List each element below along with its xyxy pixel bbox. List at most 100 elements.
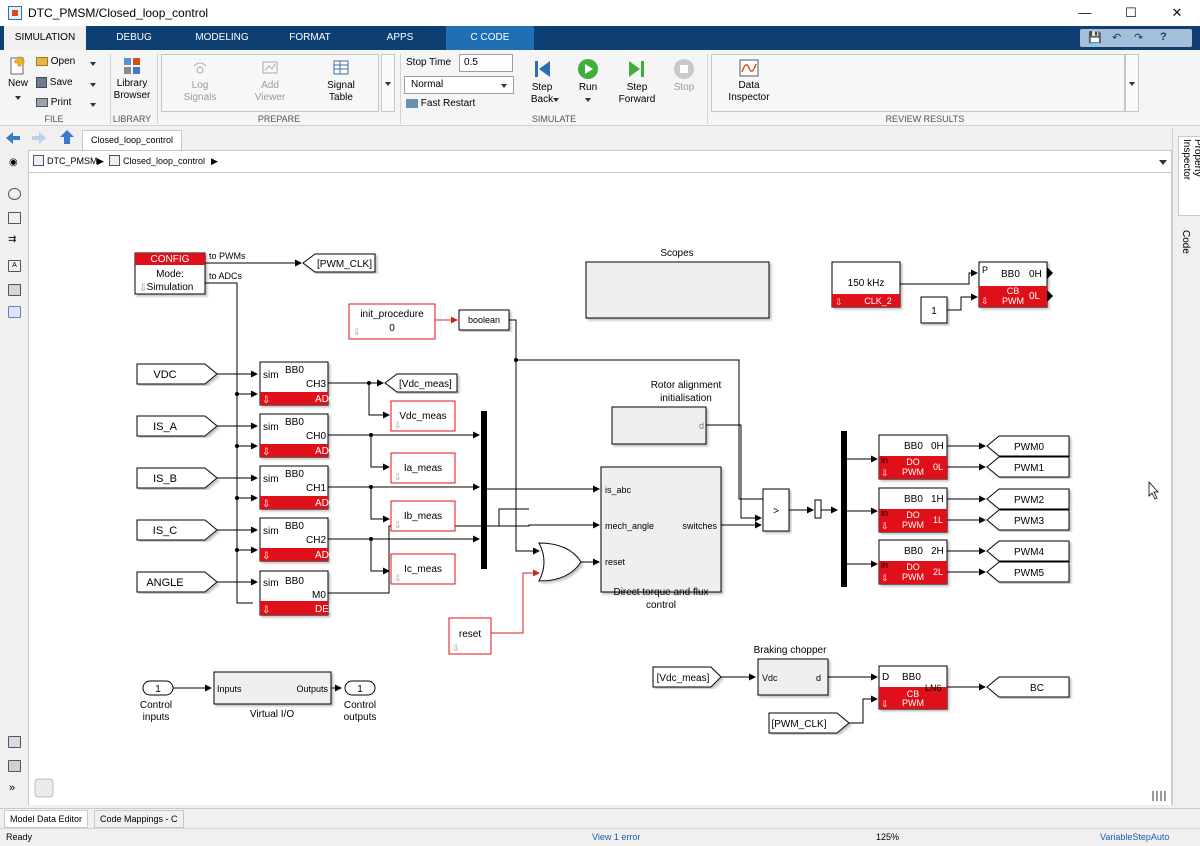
run-button[interactable]: Run bbox=[568, 58, 608, 102]
address-dropdown-icon[interactable] bbox=[1159, 160, 1167, 165]
goto-pwm5[interactable]: PWM5 bbox=[986, 561, 1070, 583]
open-button[interactable]: Open bbox=[36, 56, 98, 67]
resize-grip-icon[interactable] bbox=[1152, 791, 1166, 801]
control-inputs-port[interactable]: 1 bbox=[142, 680, 174, 696]
close-button[interactable]: ✕ bbox=[1171, 5, 1183, 20]
data-inspector-button[interactable]: Data Inspector bbox=[722, 58, 776, 104]
tab-model-data-editor[interactable]: Model Data Editor bbox=[4, 810, 89, 828]
input-angle[interactable]: ANGLE bbox=[136, 571, 218, 593]
do-pwm-block-0[interactable]: BB0 0H in DO PWM 0L ⇩ bbox=[878, 434, 948, 480]
fast-restart-button[interactable]: Fast Restart bbox=[406, 98, 475, 109]
switch-block[interactable]: > bbox=[762, 488, 790, 532]
input-is-a[interactable]: IS_A bbox=[136, 415, 218, 437]
save-icon[interactable]: 💾 bbox=[1088, 32, 1102, 44]
adc-block-ch0[interactable]: sim BB0 CH0 ADC ⇩ bbox=[259, 413, 336, 458]
model-canvas[interactable]: CONFIG Mode: Simulation ⇩ to PWMs to ADC… bbox=[28, 173, 1172, 805]
control-outputs-port[interactable]: 1 bbox=[344, 680, 376, 696]
braking-chopper-subsystem[interactable]: Vdc d bbox=[757, 658, 829, 696]
log-signals-button[interactable]: Log Signals bbox=[178, 58, 222, 104]
vdc-meas-from[interactable]: [Vdc_meas] bbox=[652, 666, 722, 688]
rotor-alignment-subsystem[interactable]: d bbox=[611, 406, 707, 445]
adc-block-ch3[interactable]: sim BB0 CH3 ADC ⇩ bbox=[259, 361, 336, 406]
boolean-conversion-block[interactable]: boolean bbox=[458, 309, 510, 331]
minimize-button[interactable]: — bbox=[1078, 5, 1092, 20]
stop-button[interactable]: Stop bbox=[666, 58, 702, 94]
image-icon[interactable] bbox=[8, 284, 21, 296]
demux-selector[interactable] bbox=[814, 499, 822, 519]
pwm-clk-goto[interactable]: [PWM_CLK] bbox=[302, 253, 376, 273]
adc-block-ch2[interactable]: sim BB0 CH2 ADC ⇩ bbox=[259, 517, 336, 562]
step-forward-button[interactable]: Step Forward bbox=[614, 58, 660, 106]
ib-meas-scope[interactable]: Ib_meas ⇩ bbox=[390, 500, 456, 532]
init-procedure-block[interactable]: init_procedure 0 ⇩ bbox=[348, 303, 436, 340]
vdc-meas-scope[interactable]: Vdc_meas ⇩ bbox=[390, 400, 456, 432]
tab-format[interactable]: FORMAT bbox=[289, 32, 331, 43]
tab-c-code[interactable]: C CODE bbox=[446, 26, 534, 50]
help-icon[interactable]: ? bbox=[1160, 31, 1167, 43]
cb-pwm-top-block[interactable]: P BB0 0H 0L CB PWM ⇩ bbox=[978, 261, 1053, 308]
tab-debug[interactable]: DEBUG bbox=[116, 32, 152, 43]
vdc-meas-goto[interactable]: [Vdc_meas] bbox=[384, 373, 458, 393]
tab-property-inspector[interactable]: Property Inspector bbox=[1178, 136, 1200, 216]
tab-code[interactable]: Code bbox=[1180, 230, 1191, 254]
zoom-icon[interactable] bbox=[8, 188, 21, 200]
prepare-gallery-expand[interactable] bbox=[381, 54, 395, 112]
cb-pwm-bottom-block[interactable]: D BB0 LN6 CB PWM ⇩ bbox=[878, 665, 948, 710]
tab-modeling[interactable]: MODELING bbox=[195, 32, 249, 43]
tab-code-mappings[interactable]: Code Mappings - C bbox=[94, 810, 184, 828]
simulation-mode-select[interactable]: Normal bbox=[404, 76, 514, 94]
ic-meas-scope[interactable]: Ic_meas ⇩ bbox=[390, 553, 456, 585]
goto-pwm1[interactable]: PWM1 bbox=[986, 456, 1070, 478]
print-button[interactable]: Print bbox=[36, 97, 98, 108]
adc-block-ch1[interactable]: sim BB0 CH1 ADC ⇩ bbox=[259, 465, 336, 510]
ia-meas-scope[interactable]: Ia_meas ⇩ bbox=[390, 452, 456, 484]
decoder-block-m0[interactable]: sim BB0 M0 DEC ⇩ bbox=[259, 570, 336, 616]
forward-arrow-icon[interactable] bbox=[32, 132, 46, 144]
annotation-icon[interactable]: A bbox=[8, 260, 21, 272]
do-pwm-block-2[interactable]: BB0 2H in DO PWM 2L ⇩ bbox=[878, 539, 948, 585]
new-button[interactable]: New bbox=[4, 56, 32, 100]
tab-simulation[interactable]: SIMULATION bbox=[4, 26, 86, 50]
goto-pwm2[interactable]: PWM2 bbox=[986, 488, 1070, 510]
property-icon[interactable] bbox=[8, 760, 21, 772]
fit-to-view-icon[interactable] bbox=[8, 212, 21, 224]
tab-closed-loop-control[interactable]: Closed_loop_control bbox=[82, 130, 182, 150]
dtc-subsystem[interactable]: is_abc mech_angle reset switches bbox=[600, 466, 722, 593]
undo-icon[interactable]: ↶ bbox=[1112, 32, 1122, 44]
breadcrumb-child[interactable]: Closed_loop_control bbox=[123, 156, 206, 166]
review-gallery-expand[interactable] bbox=[1125, 54, 1139, 112]
mux-block[interactable] bbox=[481, 411, 487, 569]
goto-pwm0[interactable]: PWM0 bbox=[986, 435, 1070, 457]
input-is-c[interactable]: IS_C bbox=[136, 519, 218, 541]
goto-pwm4[interactable]: PWM4 bbox=[986, 540, 1070, 562]
do-pwm-block-1[interactable]: BB0 1H in DO PWM 1L ⇩ bbox=[878, 487, 948, 533]
input-vdc[interactable]: VDC bbox=[136, 363, 218, 385]
signal-table-button[interactable]: Signal Table bbox=[318, 58, 364, 104]
step-back-button[interactable]: Step Back bbox=[522, 58, 562, 106]
input-is-b[interactable]: IS_B bbox=[136, 467, 218, 489]
virtual-io-subsystem[interactable]: Inputs Outputs bbox=[213, 671, 332, 705]
expand-toolbar-icon[interactable]: » bbox=[9, 782, 16, 794]
hide-explorer-icon[interactable]: ◉ bbox=[9, 157, 18, 168]
or-gate[interactable] bbox=[538, 542, 582, 582]
library-browser-button[interactable]: Library Browser bbox=[112, 56, 152, 102]
view-errors-link[interactable]: View 1 error bbox=[592, 832, 641, 842]
redo-icon[interactable]: ↷ bbox=[1134, 32, 1144, 44]
add-viewer-button[interactable]: Add Viewer bbox=[248, 58, 292, 104]
breadcrumb-root[interactable]: DTC_PMSM bbox=[47, 156, 98, 166]
model-browser-icon[interactable] bbox=[8, 736, 21, 748]
goto-bc[interactable]: BC bbox=[986, 676, 1070, 698]
area-icon[interactable] bbox=[8, 306, 21, 318]
config-block[interactable]: CONFIG Mode: Simulation ⇩ bbox=[134, 252, 206, 295]
back-arrow-icon[interactable] bbox=[6, 132, 20, 144]
tab-apps[interactable]: APPS bbox=[386, 32, 414, 43]
constant-one-block[interactable]: 1 bbox=[920, 296, 948, 324]
clock-block[interactable]: 150 kHz CLK_2 ⇩ bbox=[831, 261, 901, 308]
explorer-toggle-icon[interactable] bbox=[34, 778, 54, 798]
save-button[interactable]: Save bbox=[36, 77, 98, 88]
scopes-subsystem[interactable] bbox=[585, 261, 770, 319]
stop-time-input[interactable]: 0.5 bbox=[459, 54, 513, 72]
demux-block[interactable] bbox=[841, 431, 847, 587]
up-arrow-icon[interactable] bbox=[60, 130, 74, 144]
arrow-connect-icon[interactable]: ⇉ bbox=[8, 234, 17, 245]
